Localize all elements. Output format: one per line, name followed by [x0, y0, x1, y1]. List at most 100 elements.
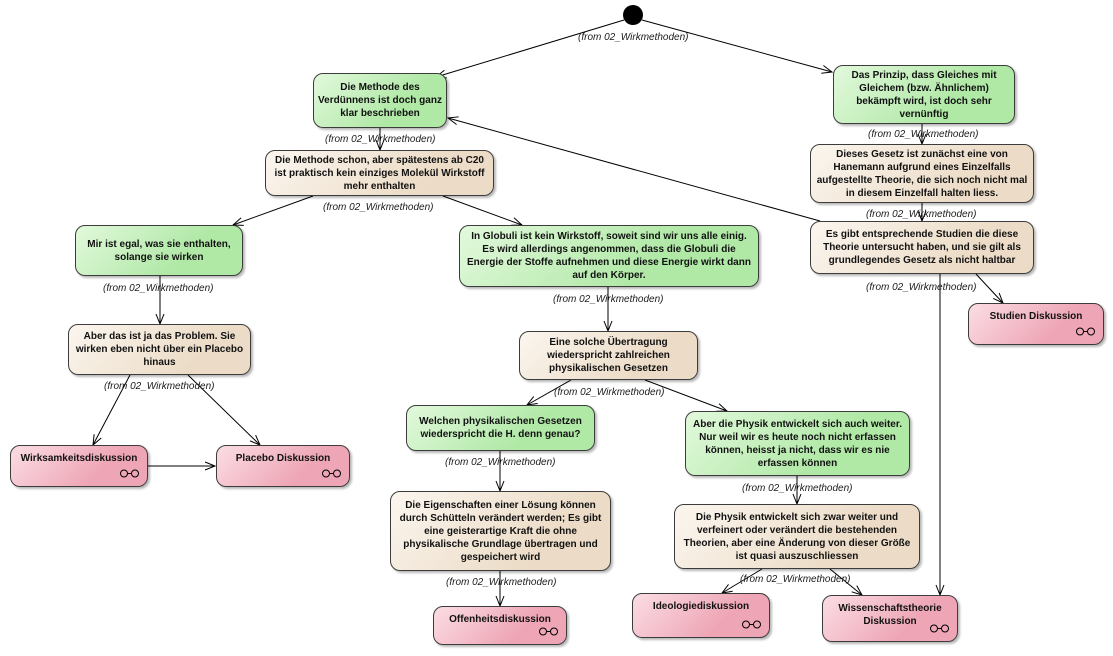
- node-methode-klar: Die Methode des Verdünnens ist doch ganz…: [313, 73, 447, 128]
- from-label: (from 02_Wirkmethoden): [445, 457, 556, 468]
- from-label: (from 02_Wirkmethoden): [446, 577, 557, 588]
- edge-widerspricht-gesetzen-to-physik-entwickelt: [644, 379, 729, 412]
- node-eigenschaften-schuetteln: Die Eigenschaften einer Lösung können du…: [390, 491, 611, 571]
- node-offenheitsdiskussion: Offenheitsdiskussion: [433, 606, 567, 645]
- node-text-line: Verdünnens ist doch ganz: [318, 95, 442, 106]
- edge-start-to-prinzip-gleiches: [641, 19, 834, 74]
- from-label: (from 02_Wirkmethoden): [323, 202, 434, 213]
- edge-studien-nicht-haltbar-to-studien-diskussion: [975, 273, 1004, 304]
- node-text-line: Mir ist egal, was sie enthalten,: [87, 238, 231, 250]
- node-text-line: Aber die Physik entwickelt sich auch wei…: [693, 418, 902, 430]
- node-ideologiediskussion: Ideologiediskussion: [632, 593, 770, 638]
- node-text-line: in diesem Einzelfall halten liess.: [845, 187, 999, 199]
- node-text-line: klar beschrieben: [340, 108, 420, 119]
- node-text-line: Das Prinzip, dass Gleiches mit: [851, 69, 997, 81]
- from-label: (from 02_Wirkmethoden): [325, 134, 436, 145]
- node-text-line: gespeichert wird: [460, 551, 541, 563]
- composite-link-icon: [742, 620, 761, 629]
- from-label: (from 02_Wirkmethoden): [866, 209, 977, 220]
- from-label: (from 02_Wirkmethoden): [104, 381, 215, 392]
- node-text-line: wiederspricht zahlreichen: [547, 350, 670, 361]
- node-text-line: hinaus: [143, 357, 176, 368]
- node-studien-nicht-haltbar: Es gibt entsprechende Studien die diese …: [810, 221, 1034, 274]
- from-label: (from 02_Wirkmethoden): [103, 283, 214, 294]
- node-wissenschaftstheorie-diskussion: Wissenschaftstheorie Diskussion: [822, 595, 958, 642]
- node-text-line: Nur weil wir es heute noch nicht erfasse…: [699, 431, 896, 443]
- from-label: (from 02_Wirkmethoden): [868, 129, 979, 140]
- node-text-line: Es gibt entsprechende Studien die diese: [825, 229, 1019, 240]
- node-text-line: Studien Diskussion: [989, 311, 1083, 322]
- edge-kein-molekuel-to-egal-solange-wirken: [231, 195, 314, 226]
- from-label: (from 02_Wirkmethoden): [554, 387, 665, 398]
- node-placebo-diskussion: Placebo Diskussion: [216, 445, 350, 487]
- node-studien-diskussion: Studien Diskussion: [968, 303, 1104, 345]
- node-text-line: wiederspricht die H. denn genau?: [420, 429, 581, 440]
- node-text-line: Offenheitsdiskussion: [449, 614, 551, 625]
- node-text-line: können, heisst ja nicht, dass wir es nie: [705, 444, 890, 456]
- node-text-line: erfassen können: [757, 457, 838, 469]
- node-text-line: vernünftig: [899, 108, 949, 120]
- node-text-line: mehr enthalten: [343, 180, 416, 192]
- node-text-line: grundlegendes Gesetz als nicht haltbar: [828, 255, 1016, 266]
- composite-link-icon: [930, 624, 949, 633]
- node-text-line: physikalische Grundlage übertragen und: [403, 538, 598, 550]
- from-label: (from 02_Wirkmethoden): [553, 294, 664, 305]
- node-widerspricht-gesetzen: Eine solche Übertragung wiederspricht za…: [519, 331, 698, 380]
- node-text-line: Welchen physikalischen Gesetzen: [419, 416, 582, 427]
- node-text-line: Dieses Gesetz ist zunächst eine von: [836, 148, 1008, 160]
- node-text-line: durch Schütteln verändert werden; Es gib…: [399, 512, 602, 524]
- node-text-line: auf den Körper.: [572, 270, 646, 281]
- edge-studien-nicht-haltbar-to-methode-klar: [446, 116, 821, 222]
- node-text-line: Theorie untersucht haben, und sie gilt a…: [823, 242, 1021, 253]
- node-egal-solange-wirken: Mir ist egal, was sie enthalten, solange…: [75, 225, 243, 276]
- node-text-line: solange sie wirken: [114, 251, 204, 263]
- edge-kein-molekuel-to-globuli-energie: [442, 195, 524, 226]
- node-kein-molekuel: Die Methode schon, aber spätestens ab C2…: [265, 150, 494, 196]
- edge-aenderung-ausgeschlossen-to-wissenschaftstheorie: [829, 568, 864, 596]
- edge-placebo-problem-to-wirksamkeitsdiskussion: [92, 374, 131, 447]
- node-text-line: physikalischen Gesetzen: [549, 363, 668, 374]
- node-text-line: Die Eigenschaften einer Lösung können: [405, 499, 596, 511]
- node-text-line: Hanemann aufgrund eines Einzelfalls: [833, 161, 1011, 173]
- node-physik-entwickelt: Aber die Physik entwickelt sich auch wei…: [685, 411, 910, 476]
- node-aenderung-ausgeschlossen: Die Physik entwickelt sich zwar weiter u…: [674, 504, 920, 569]
- node-text-line: verfeinert oder verändert die bestehende…: [696, 524, 898, 536]
- node-text-line: aufgestellte Theorie, die sich noch nich…: [816, 174, 1028, 186]
- node-text-line: Theorien, aber eine Änderung von dieser …: [683, 537, 911, 549]
- node-text-line: Die Methode des: [340, 82, 420, 93]
- node-text-line: Diskussion: [863, 616, 917, 627]
- from-label: (from 02_Wirkmethoden): [742, 483, 853, 494]
- composite-link-icon: [322, 469, 341, 478]
- composite-link-icon: [120, 469, 139, 478]
- node-text-line: eine geisterartige Kraft die ohne: [424, 525, 577, 537]
- initial-node: [623, 5, 643, 25]
- edge-start-to-methode-klar: [434, 19, 625, 79]
- node-text-line: Die Physik entwickelt sich zwar weiter u…: [695, 511, 899, 523]
- from-label: (from 02_Wirkmethoden): [740, 574, 851, 585]
- node-text-line: Wirksamkeitsdiskussion: [20, 453, 138, 464]
- node-welche-gesetze: Welchen physikalischen Gesetzen wiedersp…: [406, 405, 595, 451]
- node-placebo-problem: Aber das ist ja das Problem. Sie wirken …: [68, 324, 251, 375]
- node-text-line: Aber das ist ja das Problem. Sie: [83, 331, 236, 342]
- from-label: (from 02_Wirkmethoden): [866, 282, 977, 293]
- node-text-line: ist quasi auszuschliessen: [735, 550, 859, 562]
- node-text-line: ist praktisch kein einziges Molekül Wirk…: [274, 167, 485, 179]
- node-text-line: Eine solche Übertragung: [549, 337, 668, 348]
- node-text-line: Energie der Stoffe aufnehmen und diese E…: [467, 257, 751, 268]
- node-gesetz-einzelfall: Dieses Gesetz ist zunächst eine von Hane…: [810, 144, 1034, 203]
- edge-placebo-problem-to-placebo-diskussion: [187, 374, 261, 446]
- node-text-line: Placebo Diskussion: [235, 453, 331, 464]
- node-text-line: Es wird allerdings angenommen, dass die …: [482, 244, 736, 255]
- node-text-line: wirken eben nicht über ein Placebo: [75, 344, 244, 355]
- node-text-line: Gleichem (bzw. Ähnlichem): [859, 82, 989, 94]
- composite-link-icon: [1076, 327, 1095, 336]
- edge-aenderung-ausgeschlossen-to-ideologiediskussion: [720, 568, 763, 594]
- node-prinzip-gleiches: Das Prinzip, dass Gleiches mit Gleichem …: [833, 65, 1015, 124]
- node-text-line: bekämpft wird, ist doch sehr: [856, 95, 992, 107]
- node-wirksamkeitsdiskussion: Wirksamkeitsdiskussion: [10, 445, 148, 487]
- node-text-line: Ideologiediskussion: [652, 601, 750, 612]
- edge-widerspricht-gesetzen-to-welche-gesetze: [525, 379, 572, 406]
- node-text-line: Wissenschaftstheorie: [838, 603, 942, 614]
